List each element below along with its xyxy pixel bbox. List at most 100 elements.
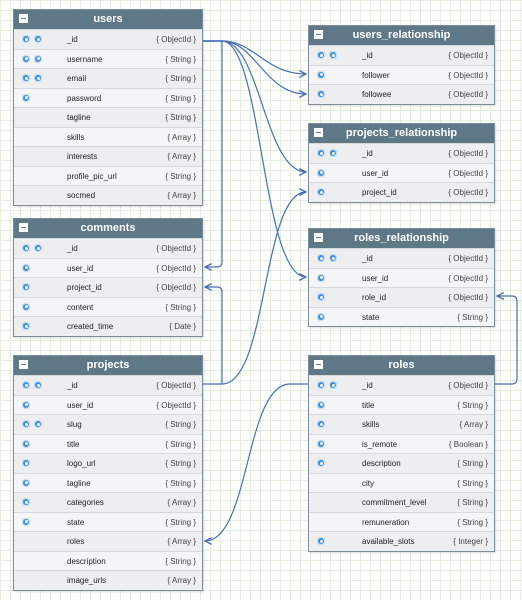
- table-header[interactable]: roles: [309, 356, 494, 375]
- field-name: follower: [362, 70, 390, 80]
- field-row[interactable]: description{ String }: [14, 550, 202, 571]
- collapse-icon[interactable]: [19, 223, 28, 232]
- relation-roles-roles-relationship[interactable]: [495, 296, 518, 385]
- table-title: users_relationship: [352, 29, 451, 41]
- table-header[interactable]: users: [14, 10, 202, 29]
- field-row[interactable]: follower{ ObjectId }: [309, 64, 494, 85]
- collapse-icon[interactable]: [314, 360, 323, 369]
- field-row[interactable]: categories{ Array }: [14, 492, 202, 512]
- required-icon: [22, 93, 30, 102]
- field-row[interactable]: user_id{ ObjectId }: [14, 394, 202, 415]
- field-row[interactable]: socmed{ Array }: [14, 185, 202, 205]
- field-row[interactable]: tagline{ String }: [14, 472, 202, 493]
- index-icon: [34, 54, 42, 63]
- index-icon: [34, 381, 42, 389]
- relation-users-roles-relationship[interactable]: [203, 40, 306, 277]
- table-header[interactable]: users_relationship: [309, 26, 494, 45]
- relation-users-follower[interactable]: [203, 40, 306, 74]
- required-icon: [317, 420, 325, 428]
- field-row[interactable]: _id{ ObjectId }: [309, 248, 494, 268]
- field-name: _id: [362, 254, 373, 263]
- field-row[interactable]: user_id{ ObjectId }: [309, 162, 494, 183]
- field-row[interactable]: _id{ ObjectId }: [14, 375, 202, 395]
- table-projects-relationship[interactable]: projects_relationship_id{ ObjectId }user…: [308, 123, 495, 203]
- field-row[interactable]: _id{ ObjectId }: [14, 238, 202, 258]
- field-type: { ObjectId }: [448, 293, 488, 302]
- table-users[interactable]: users _id{ ObjectId }username{ String }em…: [13, 9, 203, 206]
- field-name: socmed: [67, 191, 96, 200]
- field-row[interactable]: skills{ Array }: [309, 414, 494, 434]
- field-row[interactable]: state{ String }: [14, 511, 202, 532]
- field-row[interactable]: profile_pic_url{ String }: [14, 165, 202, 186]
- field-row[interactable]: user_id{ ObjectId }: [14, 257, 202, 278]
- field-row[interactable]: followee{ ObjectId }: [309, 84, 494, 104]
- required-icon: [317, 537, 325, 545]
- field-type: { String }: [457, 498, 488, 507]
- field-row[interactable]: description{ String }: [309, 453, 494, 473]
- field-row[interactable]: role_id { ObjectId }: [309, 287, 494, 307]
- table-header[interactable]: roles_relationship: [309, 229, 494, 248]
- relation-projects-projects-relationship[interactable]: [203, 192, 306, 385]
- table-comments[interactable]: comments_id{ ObjectId }user_id{ ObjectId…: [13, 218, 203, 337]
- field-row[interactable]: image_urls{ Array }: [14, 570, 202, 590]
- table-roles-relationship[interactable]: roles_relationship_id{ ObjectId }user_id…: [308, 228, 495, 327]
- field-row[interactable]: roles{ Array }: [14, 531, 202, 551]
- field-row[interactable]: email{ String }: [14, 68, 202, 88]
- field-name: _id: [362, 51, 373, 60]
- field-row[interactable]: interests{ Array }: [14, 146, 202, 166]
- field-row[interactable]: _id { ObjectId }: [309, 45, 494, 65]
- table-roles[interactable]: roles_id{ ObjectId }title{ String }skill…: [308, 355, 495, 552]
- field-row[interactable]: project_id{ ObjectId }: [14, 277, 202, 297]
- relation-users-followee[interactable]: [203, 40, 306, 94]
- table-users-relationship[interactable]: users_relationship _id { ObjectId } followe…: [308, 25, 495, 105]
- collapse-icon[interactable]: [19, 360, 28, 369]
- index-icon: [34, 74, 42, 82]
- collapse-icon[interactable]: [314, 30, 323, 39]
- required-icon: [22, 74, 30, 82]
- field-type: { Array }: [167, 132, 196, 142]
- table-header[interactable]: projects_relationship: [309, 124, 494, 143]
- field-row[interactable]: available_slots{ Integer }: [309, 531, 494, 551]
- table-header[interactable]: comments: [14, 219, 202, 238]
- field-row[interactable]: user_id{ ObjectId }: [309, 267, 494, 288]
- field-name: city: [362, 478, 374, 488]
- relation-users-projects-relationship[interactable]: [203, 40, 306, 172]
- collapse-icon[interactable]: [314, 233, 323, 242]
- field-name: slug: [67, 420, 82, 429]
- field-row[interactable]: project_id{ ObjectId }: [309, 182, 494, 202]
- field-row[interactable]: slug{ String }: [14, 414, 202, 434]
- field-row[interactable]: city{ String }: [309, 472, 494, 493]
- field-name: role_id: [362, 293, 387, 302]
- field-row[interactable]: remuneration{ String }: [309, 511, 494, 532]
- table-projects[interactable]: projects_id{ ObjectId }user_id{ ObjectId…: [13, 355, 203, 591]
- relation-projects-comments[interactable]: [205, 287, 223, 384]
- field-row[interactable]: _id{ ObjectId }: [309, 143, 494, 163]
- table-title: users: [93, 13, 123, 25]
- field-row[interactable]: skills{ Array }: [14, 126, 202, 147]
- relation-users-comments[interactable]: [205, 41, 223, 267]
- field-row[interactable]: tagline{ String }: [14, 107, 202, 127]
- field-row[interactable]: _id{ ObjectId }: [14, 29, 202, 49]
- required-icon: [22, 400, 30, 409]
- table-header[interactable]: projects: [14, 356, 202, 375]
- field-type: { ObjectId }: [156, 35, 196, 44]
- collapse-icon[interactable]: [314, 128, 323, 137]
- field-row[interactable]: username{ String }: [14, 48, 202, 69]
- field-row[interactable]: content{ String }: [14, 296, 202, 317]
- field-row[interactable]: commitment_level{ String }: [309, 492, 494, 512]
- field-row[interactable]: password{ String }: [14, 87, 202, 108]
- field-name: roles: [67, 537, 85, 546]
- field-name: image_urls: [67, 576, 107, 585]
- collapse-icon[interactable]: [19, 14, 28, 23]
- field-row[interactable]: title{ String }: [14, 433, 202, 454]
- field-row[interactable]: created_time{ Date }: [14, 316, 202, 336]
- key-icon: [317, 51, 325, 59]
- field-row[interactable]: _id{ ObjectId }: [309, 375, 494, 395]
- field-row[interactable]: is_remote{ Boolean }: [309, 433, 494, 454]
- field-row[interactable]: logo_url{ String }: [14, 453, 202, 473]
- relation-roles-projects[interactable]: [205, 383, 308, 541]
- key-icon: [22, 35, 30, 43]
- field-row[interactable]: state{ String }: [309, 306, 494, 327]
- field-type: { ObjectId }: [448, 51, 488, 60]
- field-row[interactable]: title{ String }: [309, 394, 494, 415]
